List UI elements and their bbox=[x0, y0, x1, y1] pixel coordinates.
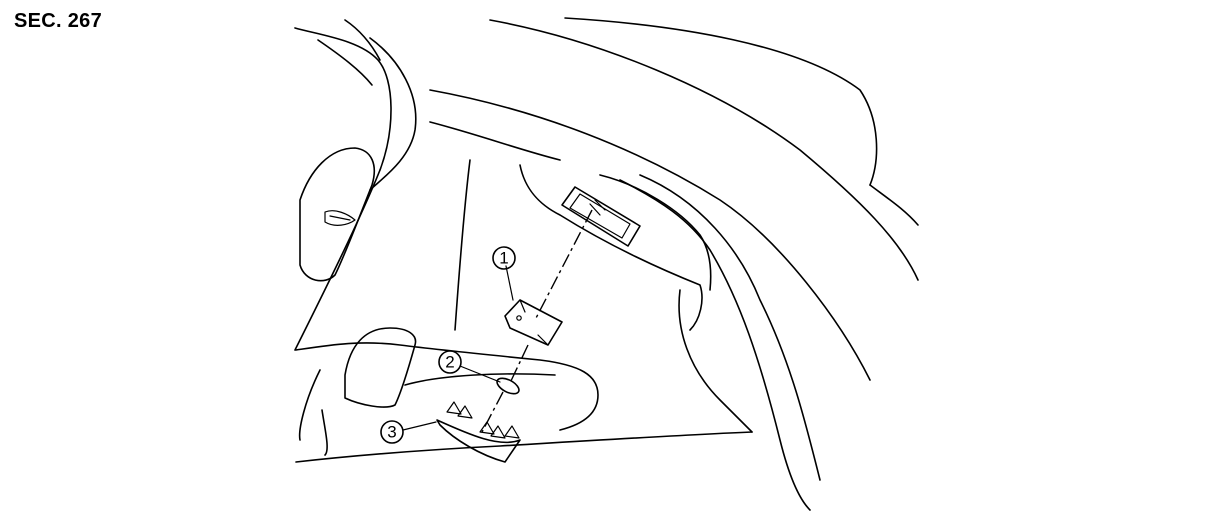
side-window bbox=[299, 147, 376, 282]
assembly-axis-middle bbox=[509, 344, 529, 384]
lamp-assembly bbox=[504, 299, 563, 346]
pillar-right-edge bbox=[369, 37, 417, 191]
pillar-outer-curve bbox=[639, 174, 821, 481]
roof-outer-curve bbox=[564, 17, 878, 186]
callout-3: 3 bbox=[380, 420, 404, 444]
pillar-left-edge bbox=[294, 27, 392, 171]
pillar-upper bbox=[344, 19, 381, 61]
lamp-housing-panel bbox=[519, 164, 703, 331]
floor-bottom-left bbox=[298, 369, 321, 441]
callout-1: 1 bbox=[492, 246, 516, 270]
callout-3-leader bbox=[402, 421, 437, 431]
callout-2-leader bbox=[459, 365, 501, 383]
callout-2-number: 2 bbox=[445, 353, 454, 372]
lamp-opening-divider bbox=[589, 199, 606, 216]
rear-panel-left bbox=[294, 169, 381, 351]
callout-3-number: 3 bbox=[387, 423, 396, 442]
lamp-opening-inner bbox=[569, 193, 631, 239]
wheelarch-line bbox=[678, 289, 753, 433]
grab-handle bbox=[324, 210, 356, 226]
lamp-opening bbox=[561, 186, 641, 247]
roof-middle-curve bbox=[489, 19, 919, 281]
callout-1-number: 1 bbox=[499, 249, 508, 268]
assembly-axis-lower bbox=[481, 391, 504, 433]
quarter-trim-line bbox=[454, 159, 471, 331]
section-label: SEC. 267 bbox=[14, 10, 103, 32]
roof-edge bbox=[869, 184, 919, 226]
cargo-floor-rear bbox=[295, 431, 753, 463]
pillar-trim bbox=[317, 39, 373, 86]
floor-contour bbox=[404, 373, 556, 386]
lens-cover bbox=[436, 401, 521, 463]
assembly-axis-upper bbox=[534, 209, 593, 321]
callout-2: 2 bbox=[438, 350, 462, 374]
cargo-mat bbox=[344, 327, 417, 408]
callout-1-leader bbox=[505, 265, 514, 301]
pillar-inner-curve bbox=[619, 179, 811, 511]
cargo-floor-front bbox=[295, 342, 599, 431]
floor-side bbox=[321, 409, 328, 456]
bulb bbox=[496, 377, 520, 395]
rear-panel-upper bbox=[429, 121, 561, 161]
lamp-housing-edge bbox=[599, 174, 712, 291]
roof-inner-curve bbox=[429, 89, 871, 381]
